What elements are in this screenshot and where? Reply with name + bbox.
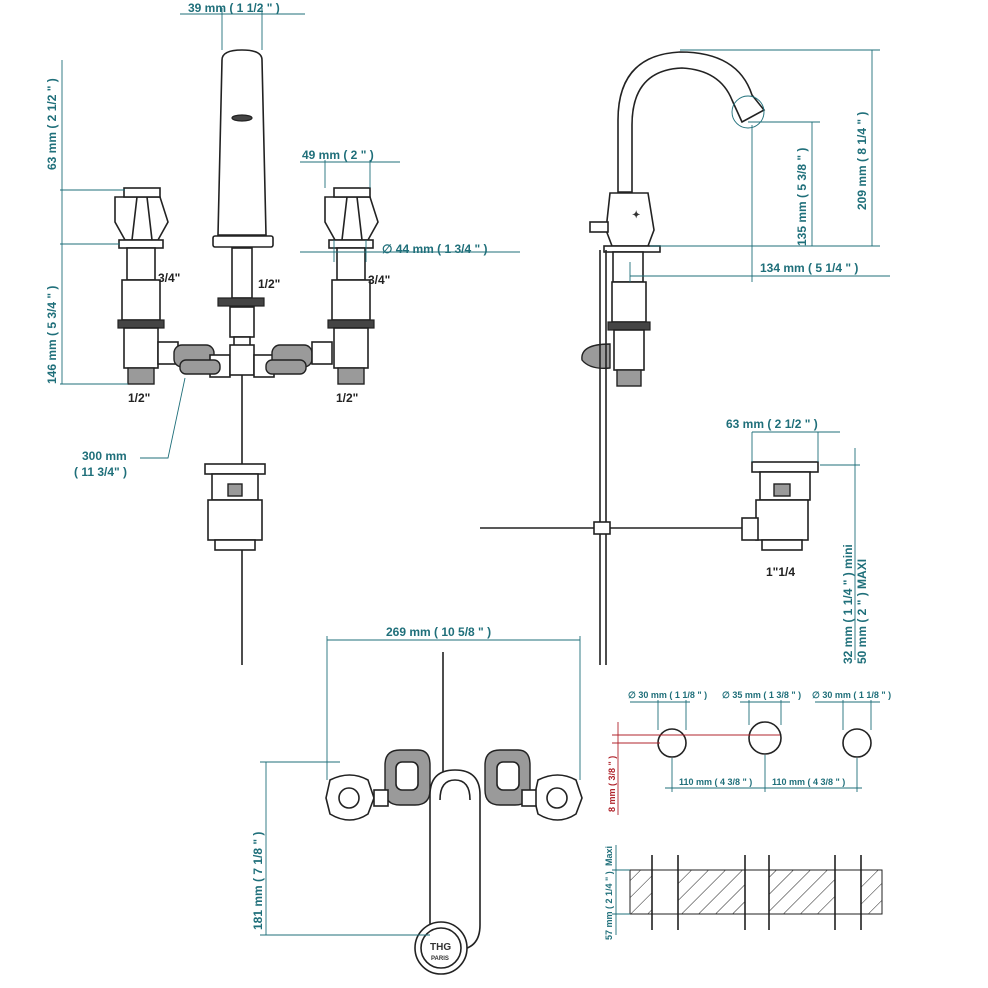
hole-center-label: ∅ 35 mm ( 1 3/8 " )	[722, 690, 801, 700]
front-dimensions: 39 mm ( 1 1/2 " ) 49 mm ( 2 " ) 63 mm ( …	[45, 1, 520, 479]
spout	[212, 49, 274, 466]
svg-text:✦: ✦	[632, 210, 640, 221]
overall-width-label: 269 mm ( 10 5/8 " )	[386, 625, 491, 639]
left-handle	[114, 187, 169, 385]
brand-sub: PARIS	[431, 956, 449, 962]
deck-thickness-label: 57 mm ( 2 1/4 " )	[604, 871, 614, 940]
spacing-left-label: 110 mm ( 4 3/8 " )	[679, 777, 752, 787]
hose-assembly	[157, 341, 333, 378]
waste-thread-label: 1"1/4	[766, 565, 795, 579]
side-dimensions: 209 mm ( 8 1/4 " ) 135 mm ( 5 3/8 " ) 13…	[629, 49, 890, 282]
top-dimensions: 269 mm ( 10 5/8 " ) 181 mm ( 7 1/8 " )	[251, 625, 581, 936]
spout-width-label: 39 mm ( 1 1/2 " )	[188, 1, 280, 15]
drilling-template: ∅ 30 mm ( 1 1/8 " ) ∅ 35 mm ( 1 3/8 " ) …	[607, 690, 891, 815]
thread-right-34: 3/4"	[368, 273, 390, 287]
waste-dimensions: 63 mm ( 2 1/2 " ) 32 mm ( 1 1/4 " ) mini…	[726, 417, 869, 664]
thread-right-12: 1/2"	[336, 391, 358, 405]
handle-height-label: 63 mm ( 2 1/2 " )	[45, 78, 59, 170]
outlet-height-label: 135 mm ( 5 3/8 " )	[795, 148, 809, 246]
hose-length-mm: 300 mm	[82, 449, 127, 463]
right-handle	[324, 187, 379, 385]
spout-reach-label: 134 mm ( 5 1/4 " )	[760, 261, 858, 275]
spacing-right-label: 110 mm ( 4 3/8 " )	[772, 777, 845, 787]
top-view: THG PARIS 269 mm ( 10 5/8 " ) 181 mm ( 7…	[251, 625, 583, 975]
front-view: 39 mm ( 1 1/2 " ) 49 mm ( 2 " ) 63 mm ( …	[45, 1, 520, 665]
brand-logo: THG	[430, 942, 451, 953]
waste-max-label: 50 mm ( 2 " ) MAXI	[855, 559, 869, 664]
offset-label: 8 mm ( 3/8 " )	[607, 756, 617, 812]
body-height-label: 146 mm ( 5 3/4 " )	[45, 286, 59, 384]
base-diameter-label: ∅ 44 mm ( 1 3/4 " )	[382, 242, 488, 256]
side-view: ✦ 209 mm ( 8 1/4 " ) 135 mm ( 5 3/8 " ) …	[480, 49, 890, 665]
waste-flange-label: 63 mm ( 2 1/2 " )	[726, 417, 818, 431]
deck-max-label: Maxi	[604, 846, 614, 866]
front-waste	[204, 463, 266, 665]
spout-height-label: 209 mm ( 8 1/4 " )	[855, 112, 869, 210]
hole-left-label: ∅ 30 mm ( 1 1/8 " )	[628, 690, 707, 700]
waste-min-label: 32 mm ( 1 1/4 " ) mini	[841, 544, 855, 664]
thread-left-34: 3/4"	[158, 271, 180, 285]
deck-section: 57 mm ( 2 1/4 " ) Maxi	[604, 845, 883, 940]
thread-left-12: 1/2"	[128, 391, 150, 405]
waste-view: 63 mm ( 2 1/2 " ) 32 mm ( 1 1/4 " ) mini…	[726, 417, 869, 664]
depth-label: 181 mm ( 7 1/8 " )	[251, 832, 265, 930]
hose-length-in: ( 11 3/4" )	[74, 465, 127, 479]
handle-width-label: 49 mm ( 2 " )	[302, 148, 374, 162]
hole-right-label: ∅ 30 mm ( 1 1/8 " )	[812, 690, 891, 700]
thread-center-12: 1/2"	[258, 277, 280, 291]
